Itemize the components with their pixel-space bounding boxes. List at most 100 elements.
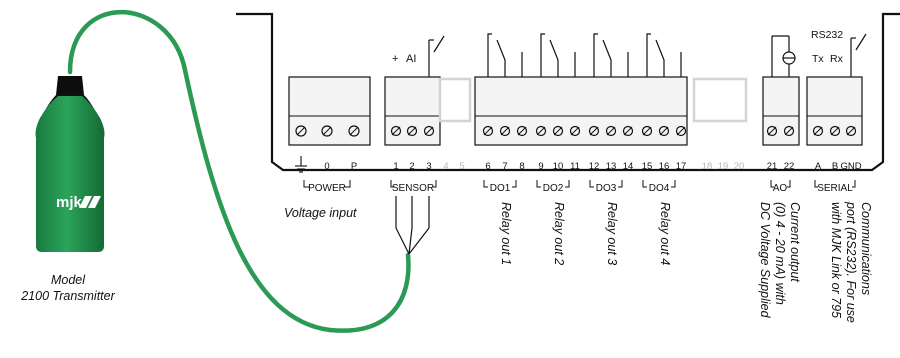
terminal-number: 3: [426, 161, 431, 172]
transmitter-body: [35, 96, 105, 252]
terminal-screw: [569, 125, 581, 137]
sensor-wires: [395, 196, 430, 255]
terminal-number: 13: [606, 161, 617, 172]
terminal-screw: [516, 125, 528, 137]
relay-contact-symbol: [487, 33, 523, 77]
terminal-screw: [605, 125, 617, 137]
terminal-screw-slot: [642, 126, 652, 136]
terminal-block-ao: [762, 76, 800, 146]
terminal-number-unused: 5: [459, 161, 464, 172]
tx-label: Tx: [812, 53, 824, 65]
terminal-screw: [552, 125, 564, 137]
polarity-ai: AI: [406, 53, 416, 65]
terminal-screw: [482, 125, 494, 137]
relay-contacts: [487, 33, 682, 77]
group-brackets: [303, 180, 856, 188]
group-label-do2: DO2: [543, 183, 564, 194]
terminal-number-unused: 4: [443, 161, 448, 172]
terminal-number: 6: [485, 161, 490, 172]
terminal-screw-slot: [553, 126, 563, 136]
terminal-screw-slot: [536, 126, 546, 136]
relay-contact-symbol: [646, 33, 682, 77]
terminal-number: GND: [840, 161, 861, 172]
terminal-screw: [588, 125, 600, 137]
terminal-screw-slot: [589, 126, 599, 136]
terminal-number: 16: [659, 161, 670, 172]
terminal-number: 8: [519, 161, 524, 172]
terminal-number: P: [351, 161, 357, 172]
transmitter: mjk Model 2100 Transmitter: [20, 10, 411, 333]
relay-out-3-label: Relay out 3: [605, 202, 619, 265]
terminal-block-relays: [474, 76, 688, 146]
serial-description-line1: Communications: [859, 202, 873, 295]
terminal-block-power: [288, 76, 371, 146]
terminal-number-unused: 20: [734, 161, 745, 172]
terminal-number: 1: [393, 161, 398, 172]
terminal-screw-slot: [676, 126, 686, 136]
serial-switch-symbol: [850, 33, 867, 77]
ao-description-line1: Current output: [788, 202, 802, 282]
terminal-screw: [641, 125, 653, 137]
terminal-number: 0: [324, 161, 329, 172]
group-label-sensor: SENSOR: [392, 183, 434, 194]
terminal-screw-slot: [570, 126, 580, 136]
rs232-label: RS232: [811, 29, 843, 41]
terminal-number: 9: [538, 161, 543, 172]
terminal-number: 14: [623, 161, 634, 172]
serial-description-line3: with MJK Link or 795: [829, 202, 843, 318]
terminal-screw: [675, 125, 687, 137]
group-label-do4: DO4: [649, 183, 670, 194]
terminal-screw-slot: [483, 126, 493, 136]
terminal-number: 7: [502, 161, 507, 172]
serial-description-line2: port (RS232). For use: [844, 201, 858, 323]
terminal-number: B: [832, 161, 838, 172]
terminal-screw-slot: [623, 126, 633, 136]
mjk-logo-slashes-icon: [79, 196, 101, 208]
relay-out-4-label: Relay out 4: [658, 202, 672, 265]
relay-contact-symbol: [540, 33, 576, 77]
terminal-number: 10: [553, 161, 564, 172]
terminal-block-sensor-unused: [438, 77, 472, 123]
transmitter-brand: mjk: [56, 194, 83, 211]
group-label-serial: SERIAL: [817, 183, 853, 194]
voltage-input-label: Voltage input: [284, 206, 357, 220]
terminal-number: 22: [784, 161, 795, 172]
relay-contact-symbol: [593, 33, 629, 77]
terminal-screw: [658, 125, 670, 137]
terminal-number: 11: [570, 161, 580, 172]
ao-description-line2: (0) 4 - 20 mA) with: [773, 202, 787, 305]
ao-description-line3: DC Voltage Supplied: [758, 202, 772, 319]
terminal-screw-slot: [517, 126, 527, 136]
transmitter-cap: [56, 76, 84, 95]
terminal-screw-slot: [659, 126, 669, 136]
ground-icon: [295, 156, 307, 173]
terminal-number-unused: 19: [718, 161, 729, 172]
terminal-screw-slot: [606, 126, 616, 136]
ao-current-loop-symbol: [771, 35, 796, 77]
relay-out-1-label: Relay out 1: [499, 202, 513, 265]
terminal-block-serial: [806, 76, 863, 146]
terminal-screw: [535, 125, 547, 137]
terminal-screw-slot: [500, 126, 510, 136]
relay-terminal-numbers: 6 7 8 9 10 11 12 13 14 15 16 17: [485, 161, 686, 172]
transmitter-caption-model: Model: [51, 273, 86, 287]
enclosure-outline: [236, 12, 900, 172]
terminal-number: 15: [642, 161, 653, 172]
terminal-number: 21: [767, 161, 778, 172]
group-label-power: POWER: [308, 183, 346, 194]
terminal-number: 2: [409, 161, 414, 172]
transmitter-caption-name: 2100 Transmitter: [20, 289, 115, 303]
terminal-number: A: [815, 161, 822, 172]
terminal-screw: [622, 125, 634, 137]
group-label-do1: DO1: [490, 183, 511, 194]
terminal-number: 17: [676, 161, 687, 172]
rx-label: Rx: [830, 53, 844, 65]
terminal-screw: [499, 125, 511, 137]
terminal-number: 12: [589, 161, 600, 172]
terminal-block-unused: [692, 77, 748, 123]
group-label-do3: DO3: [596, 183, 617, 194]
terminal-number-unused: 18: [702, 161, 713, 172]
relay-out-2-label: Relay out 2: [552, 202, 566, 265]
